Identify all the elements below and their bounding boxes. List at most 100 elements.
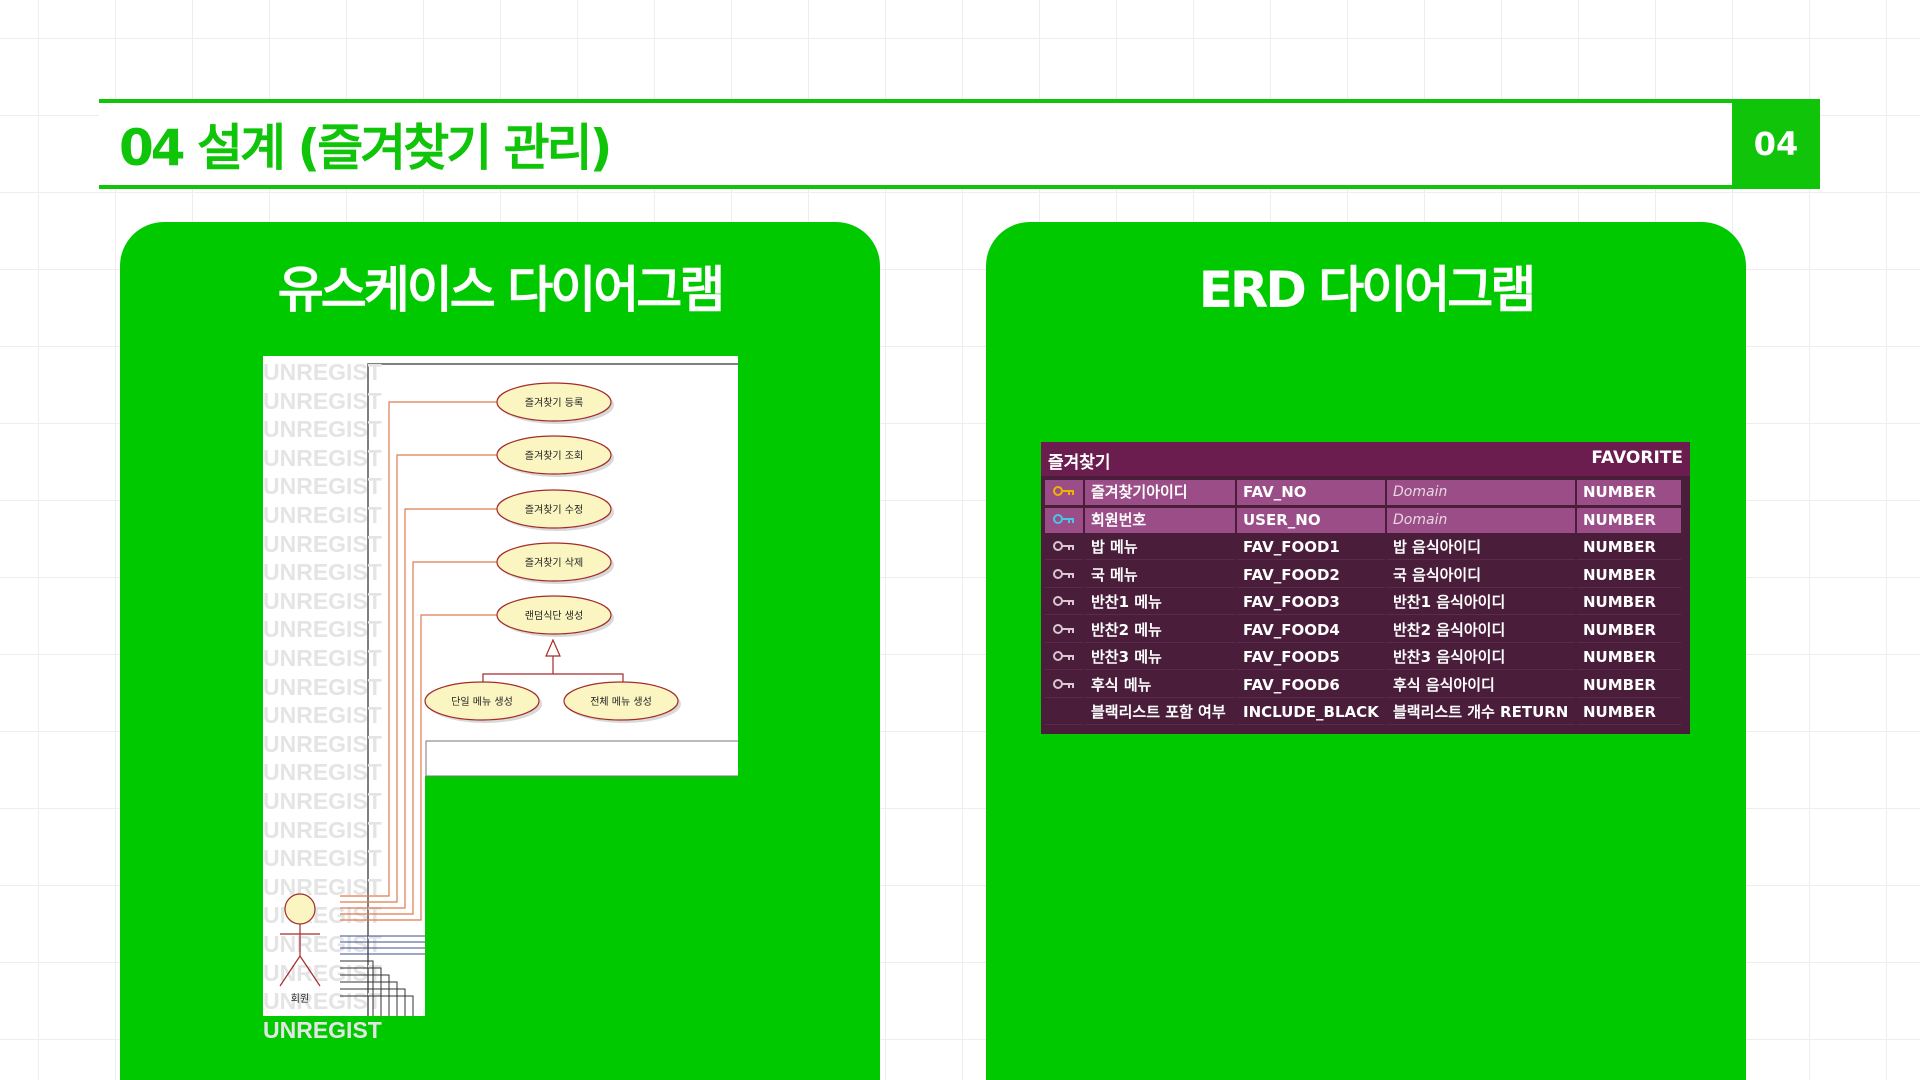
- column-data-type: NUMBER: [1577, 507, 1681, 533]
- slide-title-bar: 04 설계 (즐겨찾기 관리): [99, 99, 1732, 189]
- column-data-type: NUMBER: [1577, 535, 1681, 560]
- column-logical-name: 블랙리스트 포함 여부: [1085, 700, 1235, 725]
- entity-logical-name: 즐겨찾기: [1048, 453, 1111, 473]
- foreign-key-icon: [1045, 507, 1083, 533]
- watermark-text: UNREGIST: [263, 473, 382, 500]
- watermark-text: UNREGIST: [263, 416, 382, 443]
- key-icon: [1045, 645, 1083, 670]
- entity-physical-name: FAVORITE: [1591, 448, 1683, 468]
- column-comment: 반찬3 음식아이디: [1387, 645, 1575, 670]
- watermark-text: UNREGIST: [263, 845, 382, 872]
- watermark-text: UNREGIST: [263, 902, 382, 929]
- column-data-type: NUMBER: [1577, 562, 1681, 588]
- actor-label: 회원: [290, 994, 310, 1005]
- column-comment: 밥 음식아이디: [1387, 535, 1575, 560]
- column-logical-name: 반찬2 메뉴: [1085, 617, 1235, 643]
- empty-icon-cell: [1045, 700, 1083, 725]
- column-physical-name: FAV_FOOD2: [1237, 562, 1385, 588]
- column-physical-name: FAV_FOOD6: [1237, 672, 1385, 698]
- column-logical-name: 반찬1 메뉴: [1085, 590, 1235, 615]
- column-physical-name: INCLUDE_BLACK: [1237, 700, 1385, 725]
- usecase-ellipse-random-meal: [496, 595, 612, 635]
- usecase-single-menu: 단일 메뉴 생성: [451, 697, 513, 708]
- watermark-text: UNREGIST: [263, 702, 382, 729]
- column-comment: 후식 음식아이디: [1387, 672, 1575, 698]
- usecase-elements: [279, 382, 681, 1016]
- slide-title: 04 설계 (즐겨찾기 관리): [119, 119, 613, 177]
- column-physical-name: USER_NO: [1237, 507, 1385, 533]
- erd-panel-title: ERD 다이어그램: [1198, 261, 1537, 319]
- column-logical-name: 반찬3 메뉴: [1085, 645, 1235, 670]
- column-logical-name: 즐겨찾기아이디: [1085, 480, 1235, 505]
- key-icon: [1045, 535, 1083, 560]
- watermark-text: UNREGIST: [263, 559, 382, 586]
- key-icon: [1045, 617, 1083, 643]
- column-data-type: NUMBER: [1577, 700, 1681, 725]
- watermark-text: UNREGIST: [263, 788, 382, 814]
- watermark-text: UNREGIST: [263, 502, 382, 528]
- column-data-type: NUMBER: [1577, 590, 1681, 615]
- usecase-ellipse-full-menu: [563, 681, 679, 721]
- column-logical-name: 밥 메뉴: [1085, 535, 1235, 560]
- usecase-random-meal: 랜덤식단 생성: [524, 611, 584, 622]
- usecase-register-favorite: 즐겨찾기 등록: [524, 398, 584, 409]
- watermark-text: UNREGIST: [263, 1016, 382, 1043]
- usecase-ellipse-delete: [496, 542, 612, 582]
- watermark-text: UNREGIST: [263, 530, 382, 557]
- column-comment: 국 음식아이디: [1387, 562, 1575, 588]
- watermark-text: UNREGIST: [263, 931, 382, 957]
- usecase-panel-title: 유스케이스 다이어그램: [277, 261, 725, 319]
- usecase-view-favorite: 즐겨찾기 조회: [524, 451, 584, 462]
- column-physical-name: FAV_FOOD4: [1237, 617, 1385, 643]
- watermark-text: UNREGIST: [263, 730, 382, 757]
- column-logical-name: 후식 메뉴: [1085, 672, 1235, 698]
- column-data-type: NUMBER: [1577, 617, 1681, 643]
- column-comment: 블랙리스트 개수 RETURN: [1387, 700, 1575, 725]
- watermark-text: UNREGIST: [263, 444, 382, 471]
- watermark-text: UNREGIST: [263, 645, 382, 671]
- column-comment: 반찬2 음식아이디: [1387, 617, 1575, 643]
- usecase-full-menu: 전체 메뉴 생성: [590, 697, 652, 708]
- column-physical-name: FAV_NO: [1237, 480, 1385, 505]
- usecase-ellipse-single-menu: [424, 681, 540, 721]
- usecase-edit-favorite: 즐겨찾기 수정: [524, 505, 584, 516]
- usecase-ellipse-register: [496, 382, 612, 422]
- column-comment: 반찬1 음식아이디: [1387, 590, 1575, 615]
- watermark-text: UNREGIST: [263, 616, 382, 643]
- column-comment: Domain: [1387, 480, 1575, 505]
- erd-entity-header: 즐겨찾기 FAVORITE: [1041, 442, 1690, 476]
- usecase-delete-favorite: 즐겨찾기 삭제: [524, 558, 584, 569]
- column-physical-name: FAV_FOOD5: [1237, 645, 1385, 670]
- watermark-text: UNREGIST: [263, 587, 382, 614]
- watermark-text: UNREGIST: [263, 387, 382, 414]
- page-number-badge: 04: [1732, 99, 1820, 189]
- watermark-text: UNREGIST: [263, 759, 382, 786]
- primary-key-icon: [1045, 480, 1083, 505]
- column-physical-name: FAV_FOOD3: [1237, 590, 1385, 615]
- usecase-ellipse-view: [496, 435, 612, 475]
- usecase-ellipse-edit: [496, 489, 612, 529]
- column-data-type: NUMBER: [1577, 645, 1681, 670]
- watermark-text: UNREGIST: [263, 359, 382, 385]
- actor-figure: [279, 893, 321, 987]
- column-physical-name: FAV_FOOD1: [1237, 535, 1385, 560]
- key-icon: [1045, 672, 1083, 698]
- watermark-text: UNREGIST: [263, 988, 382, 1015]
- watermark-text: UNREGIST: [263, 816, 382, 843]
- column-data-type: NUMBER: [1577, 480, 1681, 505]
- watermark-text: UNREGIST: [263, 673, 382, 700]
- key-icon: [1045, 590, 1083, 615]
- column-comment: Domain: [1387, 507, 1575, 533]
- column-logical-name: 회원번호: [1085, 507, 1235, 533]
